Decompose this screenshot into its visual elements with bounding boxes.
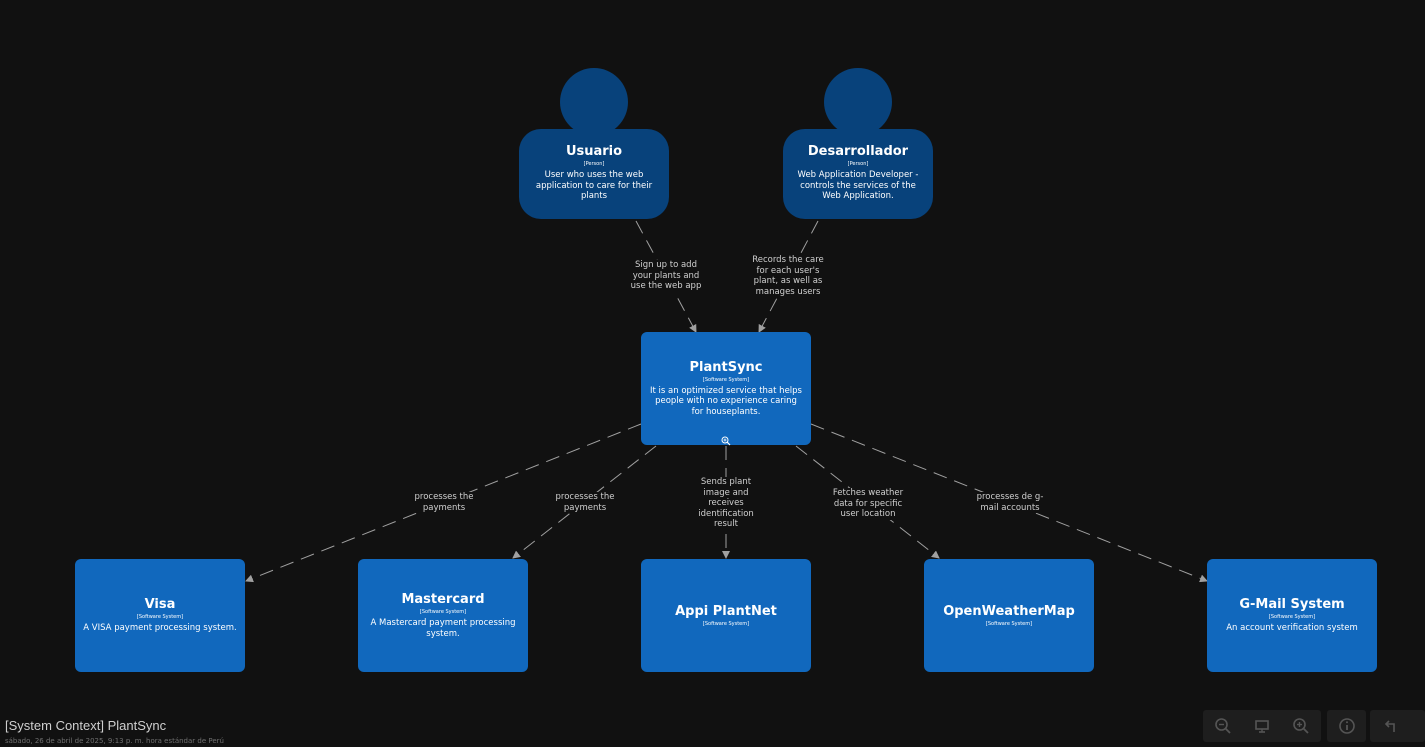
person-head: [560, 68, 628, 136]
rel-label-plantsync-visa: processes the payments: [409, 492, 479, 513]
person-body: Usuario [Person] User who uses the web a…: [519, 129, 669, 219]
system-tag: [Software System]: [702, 376, 750, 383]
system-description: It is an optimized service that helps pe…: [650, 385, 802, 417]
system-plantnet[interactable]: Appi PlantNet [Software System]: [641, 559, 811, 672]
zoom-out-icon[interactable]: [1203, 710, 1242, 742]
info-icon[interactable]: [1327, 710, 1366, 742]
diagram-date: sábado, 26 de abril de 2025, 9:13 p. m. …: [5, 737, 224, 745]
system-visa[interactable]: Visa [Software System] A VISA payment pr…: [75, 559, 245, 672]
rel-label-dev-plantsync: Records the care for each user's plant, …: [748, 255, 828, 297]
person-description: Web Application Developer - controls the…: [797, 170, 919, 201]
system-description: A VISA payment processing system.: [83, 623, 237, 634]
system-description: An account verification system: [1226, 623, 1358, 634]
rel-label-plantsync-openweather: Fetches weather data for specific user l…: [830, 488, 906, 520]
system-gmail[interactable]: G-Mail System [Software System] An accou…: [1207, 559, 1377, 672]
system-plantsync[interactable]: PlantSync [Software System] It is an opt…: [641, 332, 811, 446]
rel-line-plantsync-gmail: [810, 423, 1208, 583]
system-description: A Mastercard payment processing system.: [370, 618, 516, 639]
fit-icon[interactable]: [1242, 710, 1281, 742]
person-name: Desarrollador: [807, 144, 909, 159]
rel-label-plantsync-gmail: processes de g-mail accounts: [972, 492, 1048, 513]
person-description: User who uses the web application to car…: [535, 170, 653, 201]
system-name: G-Mail System: [1239, 597, 1345, 613]
zoom-toolbar: [1203, 710, 1321, 742]
person-body: Desarrollador [Person] Web Application D…: [783, 129, 933, 219]
system-tag: [Software System]: [985, 620, 1033, 627]
rel-label-plantsync-plantnet: Sends plant image and receives identific…: [694, 477, 758, 530]
system-name: Mastercard: [401, 592, 485, 607]
person-desarrollador[interactable]: Desarrollador [Person] Web Application D…: [783, 68, 933, 219]
rel-label-plantsync-mastercard: processes the payments: [550, 492, 620, 513]
zoom-in-icon[interactable]: [1281, 710, 1320, 742]
system-tag: [Software System]: [1268, 614, 1316, 621]
system-openweathermap[interactable]: OpenWeatherMap [Software System]: [924, 559, 1094, 672]
system-tag: [Software System]: [702, 620, 750, 627]
system-name: Appi PlantNet: [675, 603, 777, 619]
person-name: Usuario: [565, 144, 623, 159]
person-tag: [Person]: [847, 161, 869, 167]
magnifier-icon[interactable]: [721, 431, 731, 446]
person-usuario[interactable]: Usuario [Person] User who uses the web a…: [519, 68, 669, 219]
navigation-toolbar: [1370, 710, 1425, 742]
person-tag: [Person]: [583, 161, 605, 167]
rel-line-plantsync-visa: [245, 423, 642, 583]
system-name: OpenWeatherMap: [943, 603, 1075, 619]
system-name: PlantSync: [689, 359, 763, 375]
system-tag: [Software System]: [419, 609, 467, 615]
system-tag: [Software System]: [136, 614, 184, 621]
back-icon[interactable]: [1370, 710, 1409, 742]
person-head: [824, 68, 892, 136]
system-name: Visa: [144, 597, 176, 613]
diagram-title: [System Context] PlantSync: [5, 718, 167, 733]
system-mastercard[interactable]: Mastercard [Software System] A Mastercar…: [358, 559, 528, 672]
rel-label-usuario-plantsync: Sign up to add your plants and use the w…: [626, 260, 706, 292]
info-toolbar: [1327, 710, 1366, 742]
